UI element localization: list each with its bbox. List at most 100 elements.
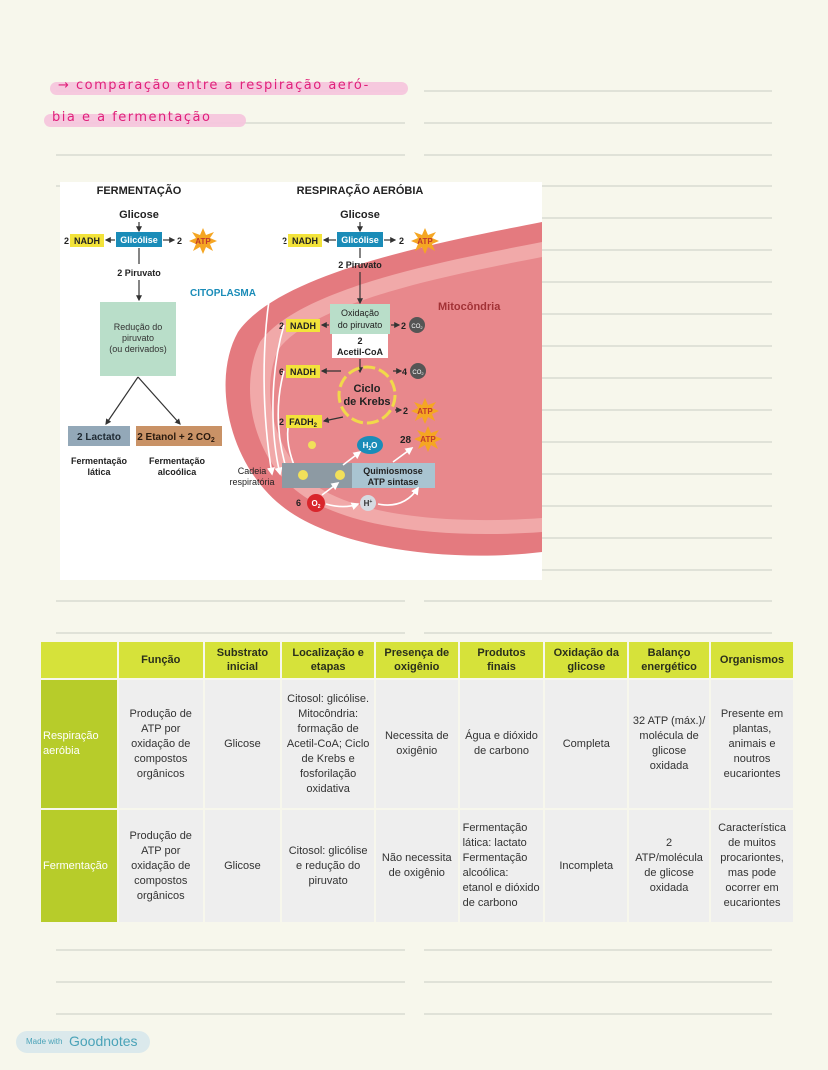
- table-header-row: Função Substrato inicial Localização e e…: [41, 642, 793, 678]
- glycolysis-box-right: [337, 232, 383, 247]
- table-cell: Não necessita de oxigênio: [375, 810, 458, 922]
- co2-krebs-circle: [410, 363, 426, 379]
- atp-28-count: 28: [400, 435, 412, 446]
- respiration-fermentation-diagram: FERMENTAÇÃO RESPIRAÇÃO AERÓBIA Glicose G…: [60, 182, 542, 580]
- header-cell-empty: [41, 642, 117, 678]
- nadh-label-left: NADH: [74, 236, 100, 246]
- chemiosmosis-line-2: ATP sintase: [368, 477, 419, 487]
- nadh-krebs-count: 6: [279, 367, 284, 377]
- header-oxidacao: Oxidação da glicose: [545, 642, 628, 678]
- atp-28-star: [414, 426, 442, 452]
- comparison-table: Função Substrato inicial Localização e e…: [39, 640, 795, 924]
- o2-circle: [307, 494, 325, 512]
- oxidation-line-1: Oxidação: [341, 308, 379, 318]
- fadh-box: [286, 415, 322, 428]
- nadh-box-left: [70, 234, 104, 247]
- reduction-line-2: piruvato: [122, 333, 154, 343]
- badge-brand: Goodnotes: [69, 1033, 138, 1049]
- cytoplasm-label: CITOPLASMA: [190, 288, 256, 299]
- alcoholic-line-2: alcoólica: [158, 467, 198, 477]
- nadh-ox-count: 2: [279, 321, 284, 331]
- header-localizacao: Localização e etapas: [282, 642, 374, 678]
- nadh-count-left: 2: [64, 236, 69, 246]
- table-cell: Glicose: [204, 680, 281, 808]
- badge-prefix: Made with: [26, 1037, 63, 1046]
- table-cell: Fermentação lática: lactato Fermentação …: [459, 810, 544, 922]
- o2-label: O2: [311, 499, 320, 510]
- nadh-box-right: [288, 234, 322, 247]
- row-head-respiracao: Respiração aeróbia: [41, 680, 117, 808]
- atp-label-left: ATP: [195, 237, 211, 246]
- nadh-krebs-label: NADH: [290, 367, 316, 377]
- lactate-label: 2 Lactato: [77, 432, 121, 443]
- fermentation-title: FERMENTAÇÃO: [97, 184, 182, 197]
- glucose-right: Glicose: [340, 209, 380, 221]
- atp-krebs-label: ATP: [417, 407, 433, 416]
- glycolysis-label-left: Glicólise: [120, 235, 158, 245]
- nadh-krebs-box: [286, 365, 320, 378]
- acetyl-box: [332, 334, 388, 358]
- oxidation-box: [330, 304, 390, 334]
- heading-line-2: bia e a fermentação: [52, 110, 212, 125]
- atp-count-right: 2: [399, 236, 404, 246]
- co2-ox-circle: [409, 317, 425, 333]
- atp-star-left: [189, 228, 217, 254]
- chain-line-1: Cadeia: [238, 466, 267, 476]
- table-cell: Água e dióxido de carbono: [459, 680, 544, 808]
- atp-count-left: 2: [177, 236, 182, 246]
- atp-krebs-star: [411, 398, 439, 424]
- co2-ox-count: 2: [401, 321, 406, 331]
- table-cell: Glicose: [204, 810, 281, 922]
- atp-krebs-count: 2: [403, 406, 408, 416]
- h2o-bubble: [357, 436, 383, 454]
- h2o-label: H2O: [363, 441, 378, 452]
- table-row: Fermentação Produção de ATP por oxidação…: [41, 810, 793, 922]
- fadh-label: FADH2: [289, 417, 318, 429]
- table-cell: Incompleta: [545, 810, 628, 922]
- ethanol-box: [136, 426, 222, 446]
- chain-line-2: respiratória: [229, 477, 274, 487]
- oxidation-line-2: do piruvato: [338, 320, 383, 330]
- header-presenca-oxigenio: Presença de oxigênio: [375, 642, 458, 678]
- glycolysis-box-left: [116, 232, 162, 247]
- fadh-count: 2: [279, 417, 284, 427]
- hplus-label: H+: [364, 499, 373, 508]
- pyruvate-left: 2 Piruvato: [117, 268, 161, 278]
- respiration-title: RESPIRAÇÃO AERÓBIA: [297, 184, 424, 197]
- header-balanco: Balanço energético: [629, 642, 710, 678]
- atp-synthase-box: [352, 463, 435, 488]
- chemiosmosis-line-1: Quimiosmose: [363, 466, 423, 476]
- pyruvate-right: 2 Piruvato: [338, 260, 382, 270]
- electron-carrier-1: [298, 470, 308, 480]
- co2-ox-label: CO2: [411, 324, 423, 330]
- atp-label-right: ATP: [417, 237, 433, 246]
- table-cell: Completa: [545, 680, 628, 808]
- atp-28-label: ATP: [420, 435, 436, 444]
- table-cell: Característica de muitos procariontes, m…: [711, 810, 793, 922]
- co2-krebs-label: CO2: [412, 370, 424, 376]
- reduction-box: [100, 302, 176, 376]
- diagram-svg: FERMENTAÇÃO RESPIRAÇÃO AERÓBIA Glicose G…: [64, 184, 542, 556]
- row-head-fermentacao: Fermentação: [41, 810, 117, 922]
- highlight-stroke-2: [44, 114, 246, 127]
- nadh-count-right: 2: [282, 236, 287, 246]
- atp-star-right: [411, 228, 439, 254]
- heading-line-1: → comparação entre a respiração aeró-: [58, 78, 370, 93]
- nadh-ox-label: NADH: [290, 321, 316, 331]
- hplus-circle: [360, 495, 376, 511]
- table-cell: Necessita de oxigênio: [375, 680, 458, 808]
- nadh-ox-box: [286, 319, 320, 332]
- electron-carrier-3: [308, 441, 316, 449]
- table-cell: Citosol: glicólise e redução do piruvato: [282, 810, 374, 922]
- made-with-goodnotes-badge[interactable]: Made with Goodnotes: [16, 1031, 150, 1053]
- lactic-line-1: Fermentação: [71, 456, 128, 466]
- krebs-cycle-ring: [337, 365, 397, 425]
- acetyl-line-1: 2: [357, 336, 362, 346]
- nadh-label-right: NADH: [292, 236, 318, 246]
- header-produtos: Produtos finais: [459, 642, 544, 678]
- mitochondria-label: Mitocôndria: [438, 301, 501, 313]
- table-cell: 2 ATP/molécula de glicose oxidada: [629, 810, 710, 922]
- table-cell: 32 ATP (máx.)/ molécula de glicose oxida…: [629, 680, 710, 808]
- krebs-line-1: Ciclo: [354, 383, 381, 395]
